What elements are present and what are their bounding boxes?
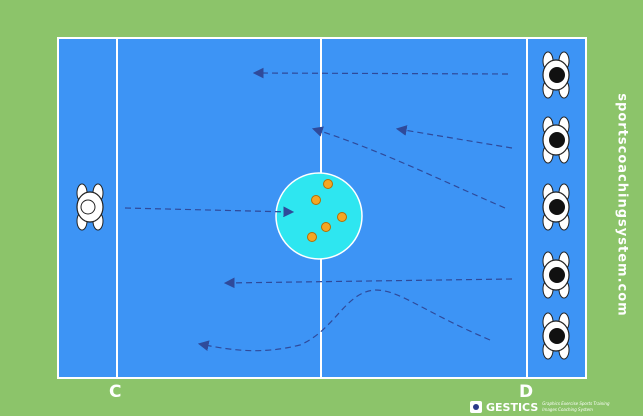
player-right-5 [542,312,570,360]
arrow-top-run [252,67,509,79]
ball [311,195,321,205]
logo-icon [470,401,482,413]
end-label-c: C [109,382,122,402]
center-circle [275,172,363,260]
logo-name: GESTICS [486,400,539,414]
arrow-diagonal-run [311,126,506,209]
ball [323,179,333,189]
movement-arrows [124,67,513,352]
gestics-logo: GESTICS Graphics Exercise Sports Trainin… [470,398,609,416]
watermark-text: sportscoachingsystem.com [614,93,630,317]
logo-tagline-line1: Graphics Exercise Sports Training [542,401,610,406]
logo-tagline-line2: Images Coaching System [542,407,593,412]
player-right-1 [542,51,570,99]
ball [321,222,331,232]
logo-tagline: Graphics Exercise Sports Training Images… [542,401,609,413]
arrow-pass-to-center [124,206,295,218]
ball [337,212,347,222]
arrow-curved-run [197,289,491,352]
ball-group [307,179,347,242]
arrow-low-run [223,277,513,289]
player-left [76,183,104,231]
player-right-3 [542,183,570,231]
ball [307,232,317,242]
player-right-2 [542,116,570,164]
end-label-d: D [519,382,534,402]
player-right-4 [542,251,570,299]
